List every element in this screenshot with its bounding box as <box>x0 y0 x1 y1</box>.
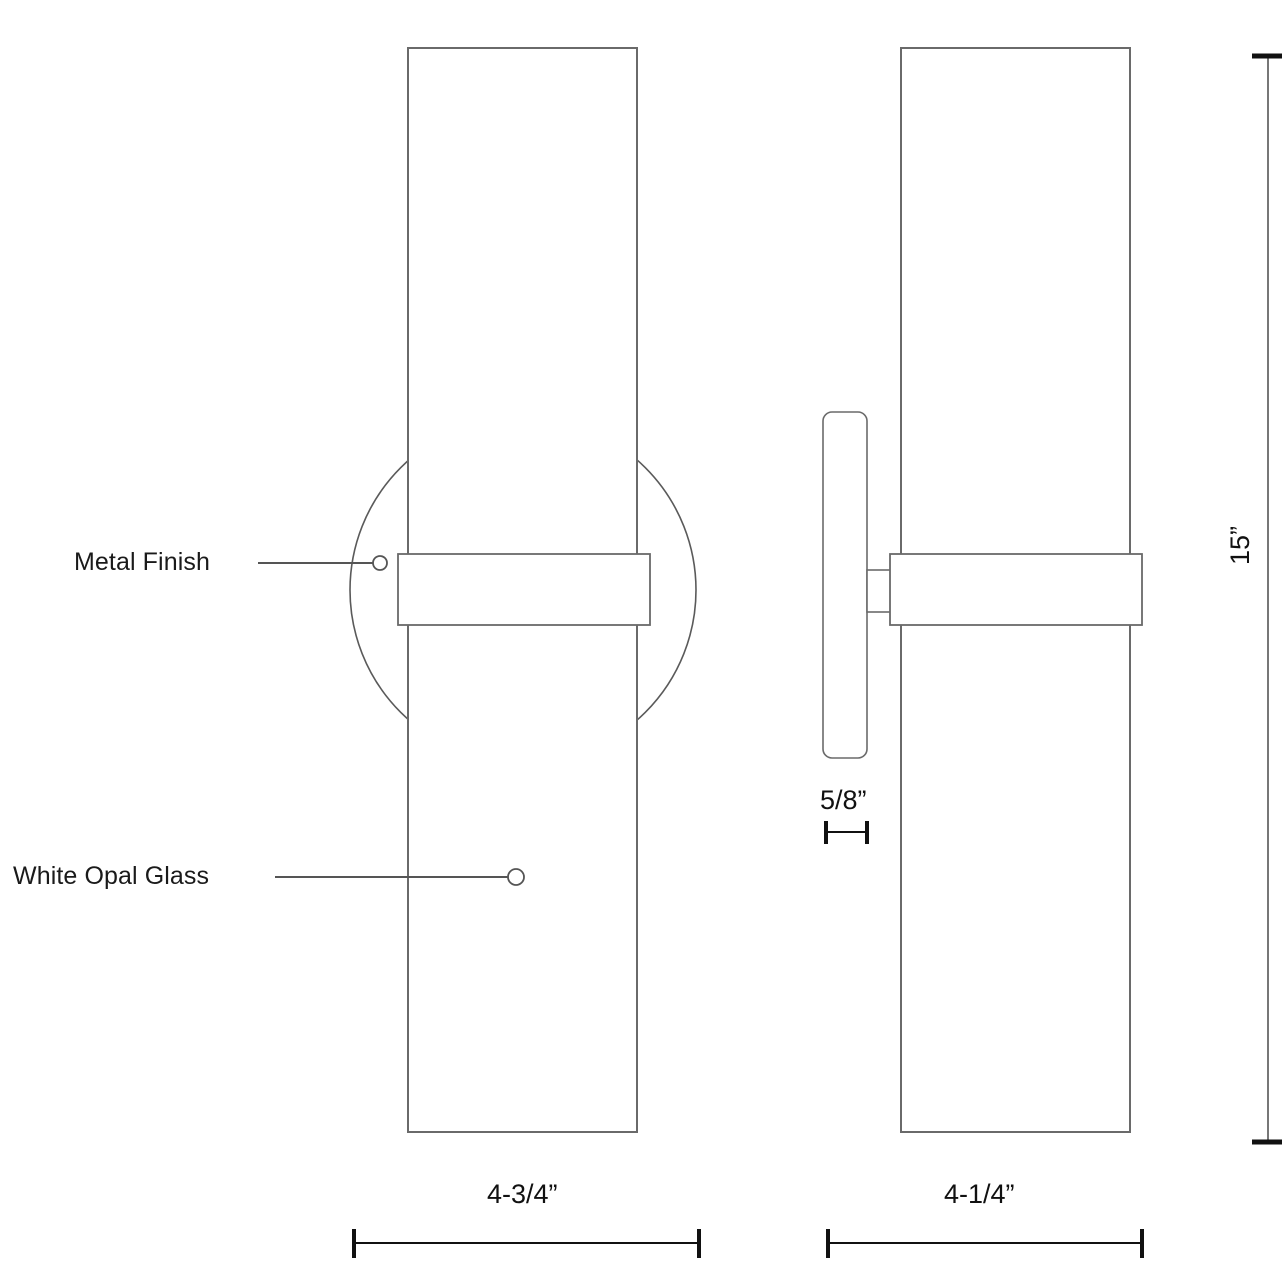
metal-finish-label: Metal Finish <box>74 548 210 576</box>
front-elevation-view <box>349 47 697 1133</box>
depth-dimension-label: 5/8” <box>820 785 867 815</box>
white-opal-glass-leader-marker <box>507 868 525 886</box>
dimension-height <box>1252 53 1282 1145</box>
white-opal-glass-label: White Opal Glass <box>13 862 210 890</box>
height-dimension-label: 15” <box>1225 525 1255 565</box>
dimension-lines <box>352 53 1282 1258</box>
side-width-dimension-label: 4-1/4” <box>944 1179 1015 1209</box>
side-metal-band <box>889 553 1143 626</box>
dimension-depth <box>824 821 869 844</box>
side-elevation-view <box>822 47 1143 1133</box>
front-width-dimension-label: 4-3/4” <box>487 1179 558 1209</box>
front-metal-band <box>397 553 651 626</box>
dimension-side-width <box>826 1229 1144 1258</box>
side-wall-plate <box>822 411 868 759</box>
callout-leaders <box>258 555 525 886</box>
dimension-front-width <box>352 1229 701 1258</box>
metal-finish-leader-marker <box>372 555 388 571</box>
